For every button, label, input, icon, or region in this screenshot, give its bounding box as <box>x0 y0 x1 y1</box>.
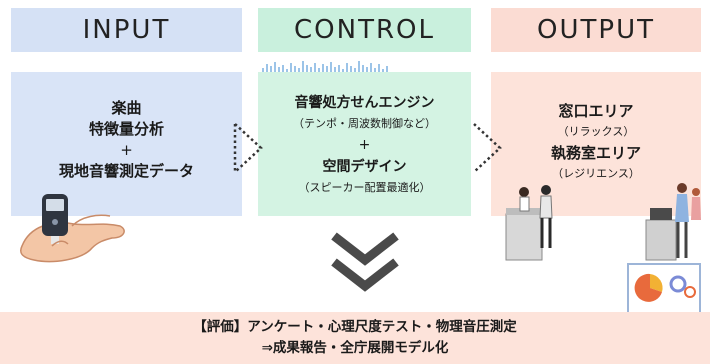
footer-line-2: ⇒成果報告・全庁展開モデル化 <box>261 340 449 356</box>
evaluation-footer: 【評価】アンケート・心理尺度テスト・物理音圧測定 ⇒成果報告・全庁展開モデル化 <box>0 312 710 364</box>
control-sub-1: （テンポ・周波数制御など） <box>293 117 436 130</box>
control-plus: + <box>358 137 371 153</box>
waveform-icon <box>262 61 388 81</box>
input-header: INPUT <box>11 8 242 52</box>
output-sub-1: （リラックス） <box>557 125 635 138</box>
control-header: CONTROL <box>258 8 471 52</box>
dotted-arrow-icon <box>233 123 263 173</box>
input-line-4: 現地音響測定データ <box>58 162 194 180</box>
output-main-2: 執務室エリア <box>550 144 641 162</box>
office-counter-illustration <box>505 183 701 261</box>
input-panel: 楽曲 特徴量分析 + 現地音響測定データ <box>11 72 242 216</box>
control-main-2: 空間デザイン <box>322 159 407 175</box>
control-sub-2: （スピーカー配置最適化） <box>298 181 431 194</box>
output-sub-2: （レジリエンス） <box>552 167 640 180</box>
double-chevron-down-icon <box>331 232 399 292</box>
dotted-arrow-icon <box>473 123 502 173</box>
output-main-1: 窓口エリア <box>558 102 634 120</box>
control-main-1: 音響処方せんエンジン <box>294 95 435 111</box>
control-panel: 音響処方せんエンジン （テンポ・周波数制御など） + 空間デザイン （スピーカー… <box>258 72 471 216</box>
input-line-plus: + <box>120 141 133 159</box>
input-line-2: 特徴量分析 <box>88 120 164 138</box>
output-header: OUTPUT <box>491 8 701 52</box>
input-line-1: 楽曲 <box>111 99 142 117</box>
glucose-meter-hand-illustration <box>20 194 125 263</box>
footer-line-1: 【評価】アンケート・心理尺度テスト・物理音圧測定 <box>193 319 517 335</box>
